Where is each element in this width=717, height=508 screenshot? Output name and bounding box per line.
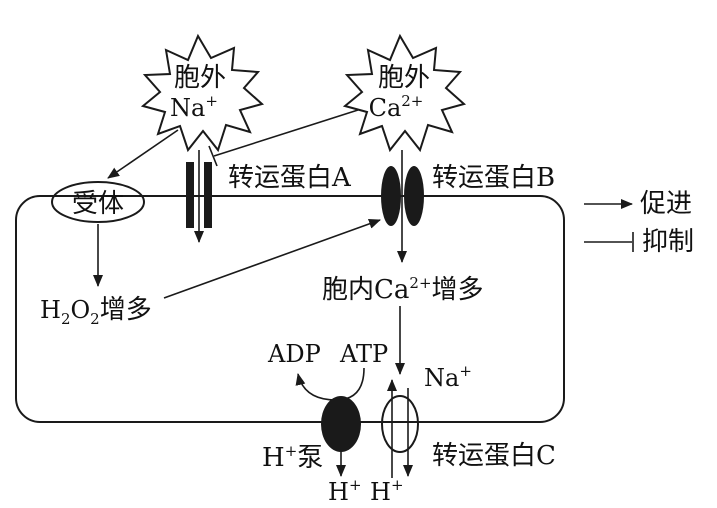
legend-promote-label: 促进 xyxy=(640,189,692,219)
h2o2-label: H2O2增多 xyxy=(40,295,152,328)
extracellular-na-ion: Na+ xyxy=(170,92,218,122)
na-ion-label: Na+ xyxy=(424,362,472,392)
h-pump-label: H+泵 xyxy=(262,442,323,473)
transporter-b-label: 转运蛋白B xyxy=(432,163,555,193)
arrow-atp-to-adp xyxy=(295,367,365,401)
transporter-c xyxy=(381,395,419,453)
adp-label: ADP xyxy=(267,340,321,368)
atp-label: ATP xyxy=(339,340,388,368)
h-out-2: H+ xyxy=(370,476,404,506)
inhibit-ca-to-a-bar xyxy=(208,145,218,167)
legend-inhibit-label: 抑制 xyxy=(642,227,694,257)
transporter-a-label: 转运蛋白A xyxy=(228,163,352,193)
inhibit-ca-to-a xyxy=(213,109,359,157)
extracellular-ca-burst xyxy=(342,33,467,153)
transporter-a xyxy=(186,162,212,228)
intracellular-ca-label: 胞内Ca2+增多 xyxy=(322,274,484,305)
receptor-label: 受体 xyxy=(72,189,124,219)
arrow-na-to-receptor xyxy=(107,129,179,179)
transporter-b xyxy=(381,166,424,226)
cell-membrane xyxy=(15,195,565,423)
extracellular-na-label: 胞外 xyxy=(174,63,226,93)
transporter-c-label: 转运蛋白C xyxy=(432,441,556,471)
extracellular-na-burst xyxy=(140,33,265,153)
receptor xyxy=(51,181,145,223)
arrow-h2o2-to-b xyxy=(163,219,381,299)
extracellular-ca-ion: Ca2+ xyxy=(369,92,424,122)
extracellular-ca-label: 胞外 xyxy=(378,63,430,93)
h-pump xyxy=(321,396,361,452)
h-out-1: H+ xyxy=(328,476,362,506)
